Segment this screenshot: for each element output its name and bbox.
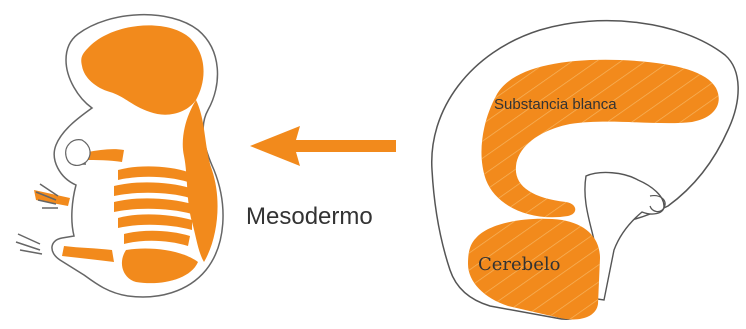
mesoderm-arrow [250,126,396,166]
arrow-label: Mesodermo [246,203,373,230]
cerebellum-label: Cerebelo [478,254,560,275]
embryo-figure [16,15,223,297]
white-matter-label: Substancia blanca [494,96,617,113]
